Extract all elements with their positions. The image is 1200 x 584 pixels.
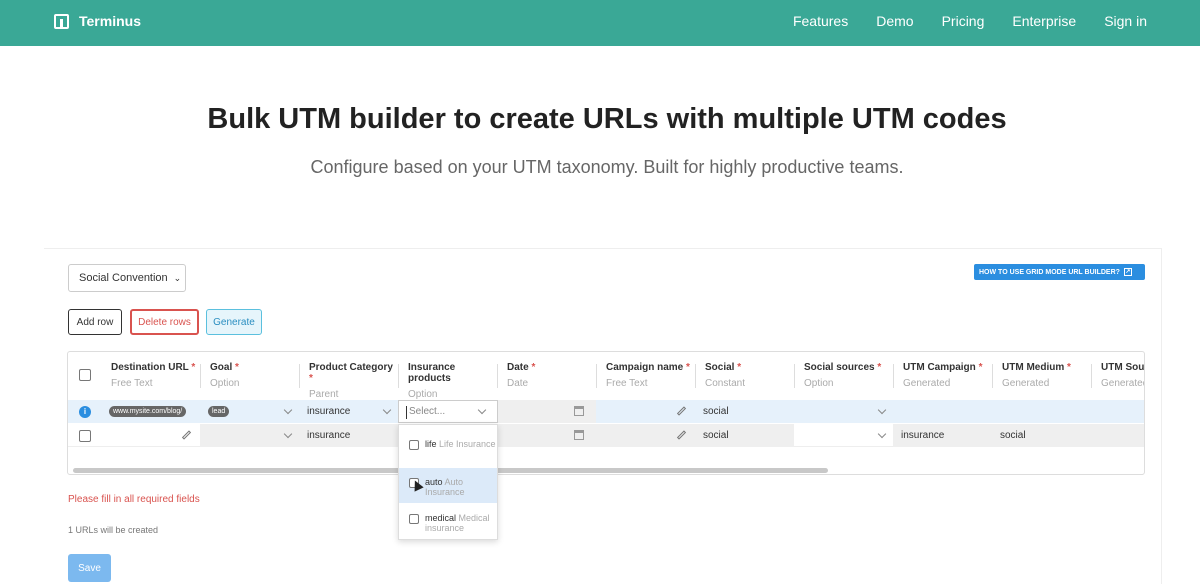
column-divider <box>596 364 597 388</box>
table-row[interactable]: insurance social insurance social <box>68 424 1144 447</box>
delete-rows-button[interactable]: Delete rows <box>130 309 199 335</box>
brand-name: Terminus <box>79 13 141 29</box>
pencil-icon[interactable] <box>181 430 192 440</box>
option-life[interactable]: life Life Insurance <box>399 430 497 465</box>
nav-demo[interactable]: Demo <box>876 13 914 29</box>
cell-utm-medium: social <box>992 424 1144 447</box>
option-checkbox[interactable] <box>409 514 419 524</box>
insurance-products-dropdown: life Life Insurance auto Auto Insurance … <box>398 424 498 540</box>
cell-campaign-name[interactable] <box>596 400 695 423</box>
nav-pricing[interactable]: Pricing <box>941 13 985 29</box>
nav-features[interactable]: Features <box>792 13 849 29</box>
chevron-down-icon <box>877 429 887 439</box>
calendar-icon[interactable] <box>574 430 584 440</box>
column-divider <box>398 364 399 388</box>
cell-social: social <box>703 406 729 417</box>
cell-date[interactable] <box>497 400 596 423</box>
column-divider <box>794 364 795 388</box>
url-grid: Destination URL *Free Text Goal *Option … <box>67 351 1145 475</box>
cell-campaign-name[interactable] <box>596 424 695 447</box>
column-divider <box>992 364 993 388</box>
column-divider <box>200 364 201 388</box>
help-grid-mode-button[interactable]: HOW TO USE GRID MODE URL BUILDER? ↗ <box>974 264 1145 280</box>
cell-utm-campaign: insurance <box>893 424 992 447</box>
generate-button[interactable]: Generate <box>206 309 262 335</box>
header-destination-url: Destination URL *Free Text <box>111 362 196 389</box>
main-nav: Features Demo Pricing Enterprise Sign in <box>793 13 1147 29</box>
header-product-category: Product Category *Parent <box>309 362 393 400</box>
select-all-cell <box>68 352 102 400</box>
url-count: 1 URLs will be created <box>68 525 159 535</box>
page-title: Bulk UTM builder to create URLs with mul… <box>207 103 1007 135</box>
header-utm-campaign: UTM Campaign *Generated <box>903 362 983 389</box>
help-label: HOW TO USE GRID MODE URL BUILDER? <box>979 268 1120 276</box>
chevron-down-icon: ⌄ <box>173 272 182 283</box>
option-auto[interactable]: auto Auto Insurance <box>399 468 497 503</box>
select-all-checkbox[interactable] <box>79 369 91 381</box>
cell-product-category[interactable]: insurance <box>299 400 398 423</box>
add-row-button[interactable]: Add row <box>68 309 122 335</box>
column-divider <box>299 364 300 388</box>
cell-social-sources[interactable] <box>794 424 893 447</box>
header-campaign-name: Campaign name *Free Text <box>606 362 690 389</box>
nav-sign-in[interactable]: Sign in <box>1104 13 1147 29</box>
validation-error: Please fill in all required fields <box>68 494 200 505</box>
chevron-down-icon <box>477 405 487 415</box>
header-date: Date *Date <box>507 362 536 389</box>
cell-goal[interactable] <box>200 424 299 447</box>
save-button[interactable]: Save <box>68 554 111 582</box>
chevron-down-icon <box>877 405 887 415</box>
insurance-products-select[interactable]: Select... <box>398 400 498 423</box>
nav-enterprise[interactable]: Enterprise <box>1012 13 1077 29</box>
terminus-logo-icon <box>54 13 69 29</box>
page-subtitle: Configure based on your UTM taxonomy. Bu… <box>310 157 904 177</box>
pencil-icon[interactable] <box>676 430 687 440</box>
cell-date[interactable] <box>497 424 596 447</box>
calendar-icon[interactable] <box>574 406 584 416</box>
column-divider <box>893 364 894 388</box>
cell-destination-url[interactable]: www.mysite.com/blog/ <box>101 400 200 423</box>
info-icon[interactable]: i <box>79 405 91 418</box>
option-checkbox[interactable] <box>409 440 419 450</box>
table-row[interactable]: i www.mysite.com/blog/ lead insurance so… <box>68 400 1144 423</box>
column-divider <box>497 364 498 388</box>
column-divider <box>695 364 696 388</box>
header-social: Social *Constant <box>705 362 746 389</box>
cell-social-sources[interactable] <box>794 400 893 423</box>
chevron-down-icon <box>283 429 293 439</box>
row-status-cell: i <box>68 400 101 423</box>
option-medical[interactable]: medical Medical insurance <box>399 504 497 539</box>
url-tag: www.mysite.com/blog/ <box>109 406 187 417</box>
goal-tag: lead <box>208 406 230 417</box>
pencil-icon[interactable] <box>676 406 687 416</box>
cell-social: social <box>695 424 794 447</box>
column-divider <box>1091 364 1092 388</box>
convention-value: Social Convention <box>79 272 168 284</box>
cell-destination-url[interactable] <box>101 424 200 447</box>
top-navbar: Terminus Features Demo Pricing Enterpris… <box>0 0 1200 46</box>
cell-product-category[interactable]: insurance <box>299 424 398 447</box>
header-social-sources: Social sources *Option <box>804 362 882 389</box>
cell-goal[interactable]: lead <box>200 400 299 423</box>
header-goal: Goal *Option <box>210 362 240 389</box>
row-checkbox[interactable] <box>79 429 91 442</box>
row-select-cell <box>68 424 101 447</box>
chevron-down-icon <box>283 405 293 415</box>
chevron-down-icon <box>382 405 392 415</box>
external-link-icon: ↗ <box>1123 268 1132 276</box>
option-checkbox[interactable] <box>409 478 419 488</box>
brand-logo[interactable]: Terminus <box>54 13 141 29</box>
header-utm-medium: UTM Medium *Generated <box>1002 362 1071 389</box>
convention-select[interactable]: Social Convention ⌄ <box>68 264 186 292</box>
